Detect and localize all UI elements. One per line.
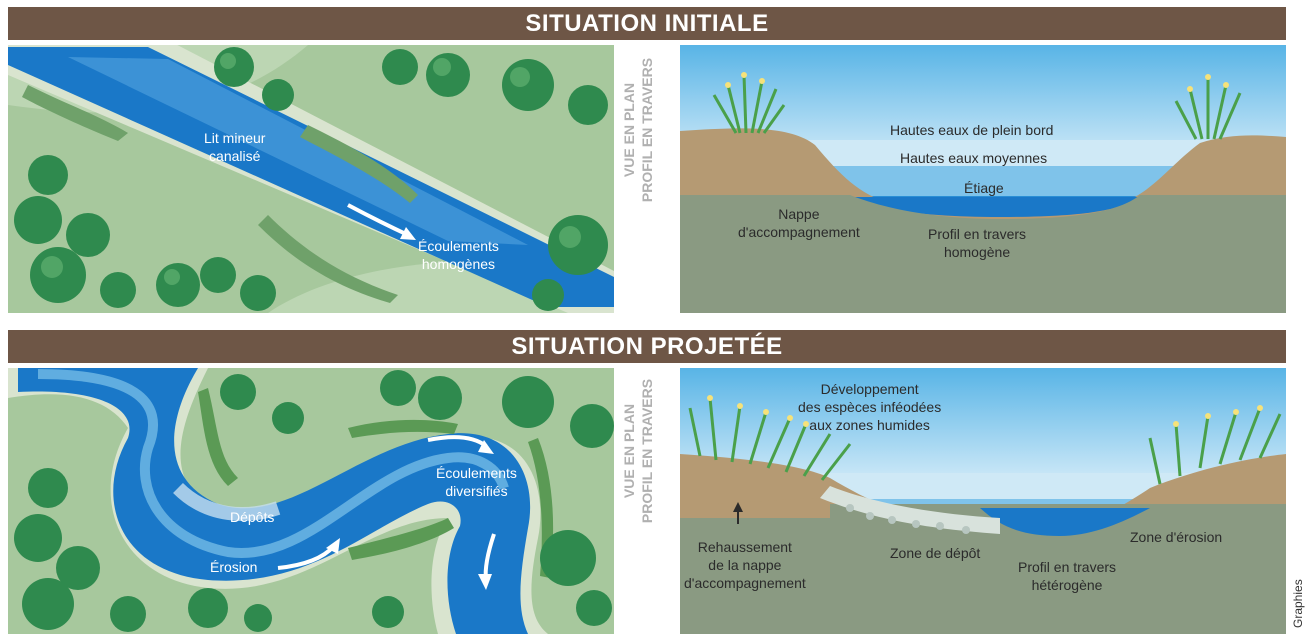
projected-plan-view: Dépôts Érosion Écoulements diversifiés [8,368,614,634]
label-erosion: Érosion [210,559,258,575]
label-heterogeneous-profile: Profil en travers hétérogène [1018,559,1117,593]
view-label-profile: PROFIL EN TRAVERS [639,378,655,524]
view-label-profile: PROFIL EN TRAVERS [639,57,655,203]
label-deposit-zone: Zone de dépôt [890,545,981,561]
label-erosion-zone: Zone d'érosion [1130,529,1223,545]
label-homogeneous-flows: Écoulements homogènes [418,238,499,272]
initial-plan-illustration [8,45,614,313]
label-low-water: Étiage [964,180,1004,196]
projected-profile-illustration [680,368,1286,634]
credit-text: Graphies [1291,579,1305,628]
label-water-table: Nappe d'accompagnement [738,206,860,240]
view-label-plan: VUE EN PLAN [621,82,637,178]
section-title-initial: SITUATION INITIALE [8,7,1286,40]
initial-plan-view: Lit mineur canalisé Écoulements homogène… [8,45,614,313]
initial-profile-illustration [680,45,1286,313]
label-diversified-flows: Écoulements diversifiés [436,465,517,499]
view-label-projected: VUE EN PLAN PROFIL EN TRAVERS [620,366,664,536]
view-label-initial: VUE EN PLAN PROFIL EN TRAVERS [620,45,664,215]
label-homogeneous-profile: Profil en travers homogène [928,226,1027,260]
projected-plan-illustration [8,368,614,634]
label-mean-high-water: Hautes eaux moyennes [900,150,1048,166]
view-label-plan: VUE EN PLAN [621,403,637,499]
label-channelized-bed: Lit mineur canalisé [204,130,266,164]
label-water-table-rise: Rehaussement de la nappe d'accompagnemen… [684,539,806,591]
label-wetland-vegetation: Développement des espèces inféodées aux … [798,381,942,433]
projected-cross-section: Développement des espèces inféodées aux … [680,368,1286,634]
initial-cross-section: Hautes eaux de plein bord Hautes eaux mo… [680,45,1286,313]
label-bankfull: Hautes eaux de plein bord [890,122,1054,138]
label-deposits: Dépôts [230,509,275,525]
section-title-projected: SITUATION PROJETÉE [8,330,1286,363]
